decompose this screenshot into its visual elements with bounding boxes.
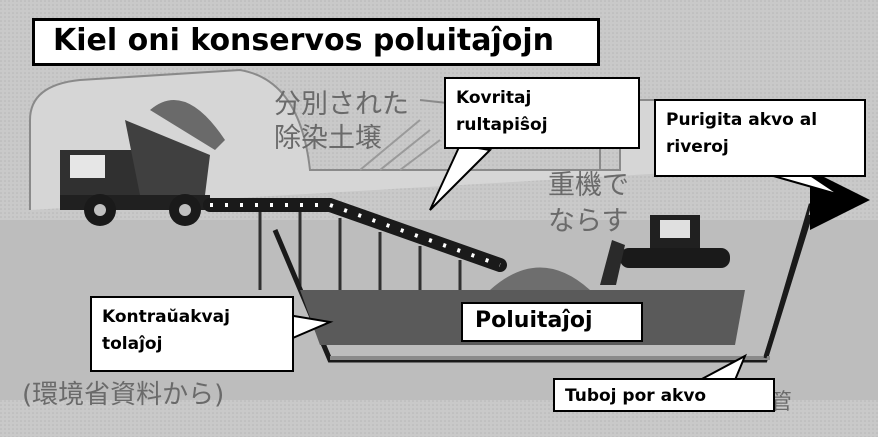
bulldozer [600,215,730,285]
sorted-soil-jp-line-2: 除染土壌 [274,123,382,154]
conveyor-callout: Kovritaj rultapiŝoj [444,77,640,149]
water-callout-line-1: Purigita akvo al [666,110,818,130]
heavy-machinery-jp: 重機で ならす [548,168,629,240]
diagram-title: Kiel oni konservos poluitaĵojn [32,18,600,66]
pipe-callout: Tuboj por akvo [553,378,775,412]
water-callout: Purigita akvo al riveroj [654,99,866,177]
soil-mound [490,267,590,290]
heavy-machinery-jp-line-1: 重機で [548,170,629,201]
tube-jp-char: 管 [770,390,793,415]
sorted-soil-jp: 分別された 除染土壌 [274,88,409,156]
conveyor-callout-line-1: Kovritaj [456,88,532,108]
sorted-soil-jp-line-1: 分別された [274,89,409,120]
railing [359,119,441,171]
conveyor-belt [203,198,507,290]
sheet-callout: Kontraŭakvaj tolaĵoj [90,296,294,372]
heavy-machinery-jp-line-2: ならす [548,206,629,237]
sheet-callout-line-1: Kontraŭakvaj [102,307,230,327]
source-note: (環境省資料から) [22,380,225,410]
conveyor-callout-line-2: rultapiŝoj [456,115,548,135]
water-callout-line-2: riveroj [666,137,729,157]
sheet-callout-line-2: tolaĵoj [102,334,163,354]
dump-truck [60,100,225,226]
pollutants-label: Poluitaĵoj [461,302,643,342]
